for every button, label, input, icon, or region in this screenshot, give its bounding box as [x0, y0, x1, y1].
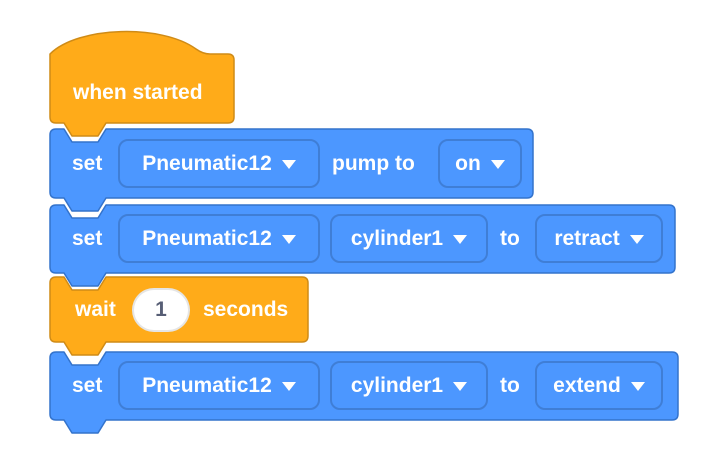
device-dropdown[interactable]: Pneumatic12 [118, 361, 320, 410]
when-started-block[interactable]: when started [50, 54, 234, 123]
wait-block[interactable]: wait 1 seconds [50, 277, 308, 342]
set-label: set [72, 152, 103, 175]
cylinder-dropdown[interactable]: cylinder1 [330, 214, 488, 263]
set-pump-block[interactable]: set Pneumatic12 pump to on [50, 129, 533, 198]
set-cylinder-retract-block-shape[interactable] [49, 204, 676, 287]
dropdown-caret-icon [453, 382, 468, 391]
set-cylinder-extend-block[interactable]: set Pneumatic12 cylinder1 to extend [50, 352, 678, 420]
when-started-label: when started [73, 81, 203, 104]
cylinder-dropdown-value: cylinder1 [350, 373, 444, 397]
to-label: to [500, 227, 520, 250]
cylinder-state-dropdown-value: extend [553, 373, 621, 397]
to-label: to [500, 374, 520, 397]
cylinder-dropdown-value: cylinder1 [350, 226, 444, 250]
seconds-label: seconds [203, 298, 289, 321]
wait-duration-input[interactable]: 1 [132, 288, 190, 332]
cylinder-state-dropdown[interactable]: extend [535, 361, 663, 410]
cylinder-state-dropdown-value: retract [554, 226, 620, 250]
dropdown-caret-icon [453, 235, 468, 244]
set-label: set [72, 227, 103, 250]
pump-to-label: pump to [332, 152, 415, 175]
pump-state-dropdown-value: on [455, 151, 481, 175]
set-cylinder-extend-block-shape[interactable] [49, 351, 679, 434]
when-started-hat-shape[interactable] [49, 30, 235, 137]
dropdown-caret-icon [630, 382, 645, 391]
cylinder-state-dropdown[interactable]: retract [535, 214, 663, 263]
set-cylinder-retract-block[interactable]: set Pneumatic12 cylinder1 to retract [50, 205, 675, 273]
set-label: set [72, 374, 103, 397]
wait-label: wait [75, 298, 116, 321]
pump-state-dropdown[interactable]: on [438, 139, 522, 188]
dropdown-caret-icon [281, 382, 296, 391]
device-dropdown-value: Pneumatic12 [142, 226, 272, 250]
dropdown-caret-icon [281, 235, 296, 244]
device-dropdown[interactable]: Pneumatic12 [118, 214, 320, 263]
cylinder-dropdown[interactable]: cylinder1 [330, 361, 488, 410]
dropdown-caret-icon [490, 160, 505, 169]
dropdown-caret-icon [629, 235, 644, 244]
set-pump-block-shape[interactable] [49, 128, 534, 212]
device-dropdown[interactable]: Pneumatic12 [118, 139, 320, 188]
device-dropdown-value: Pneumatic12 [142, 151, 272, 175]
dropdown-caret-icon [281, 160, 296, 169]
device-dropdown-value: Pneumatic12 [142, 373, 272, 397]
